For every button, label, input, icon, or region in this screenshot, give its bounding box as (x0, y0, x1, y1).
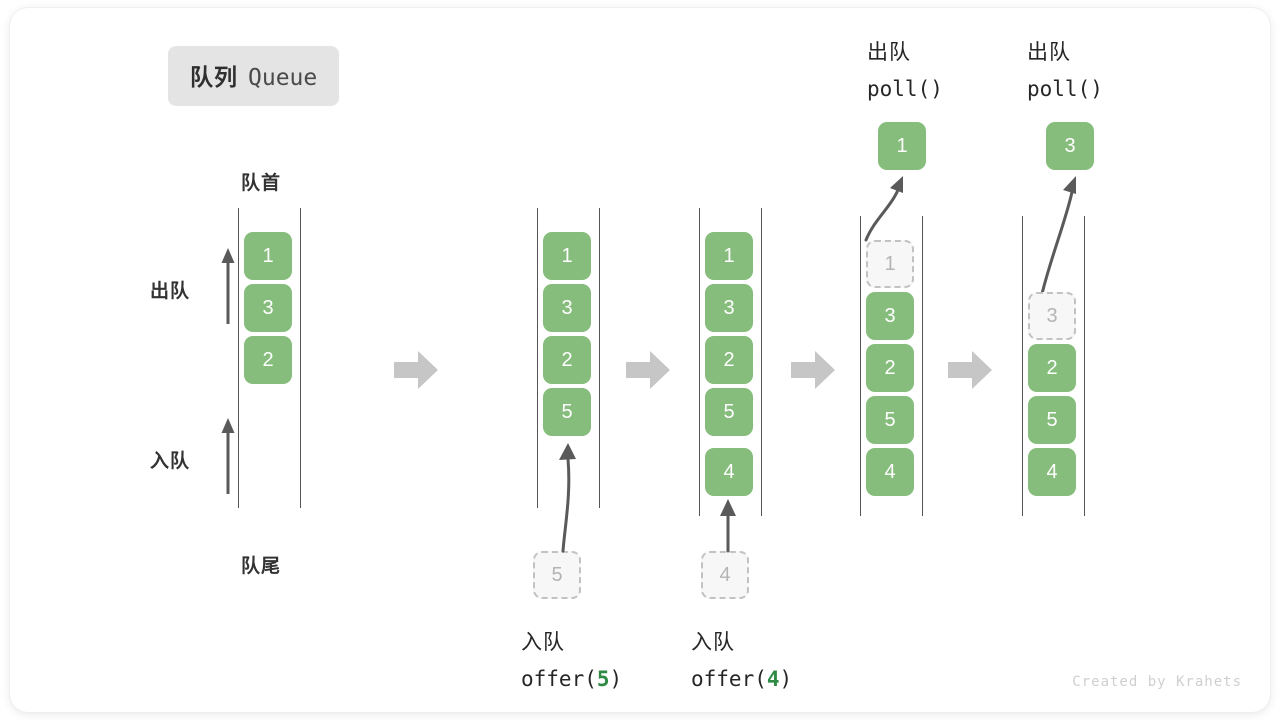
operation-label-offer-4: 入队 offer(4) (691, 625, 792, 697)
enqueue-up-arrow-icon (221, 418, 235, 494)
title-english: Queue (248, 65, 318, 91)
queue-rail-right-3 (761, 208, 762, 516)
queue-cell: 1 (705, 232, 753, 280)
queue-cell: 3 (244, 284, 292, 332)
queue-cell: 5 (705, 388, 753, 436)
queue-rail-right-4 (922, 216, 923, 516)
diagram-card: 队列 Queue 队首 队尾 出队 入队 1 3 2 1 3 2 5 5 入队 o… (10, 8, 1270, 712)
queue-cell-new: 5 (543, 388, 591, 436)
queue-cell: 4 (1028, 448, 1076, 496)
incoming-ghost-cell: 4 (701, 551, 749, 599)
queue-rail-left-2 (537, 208, 538, 508)
queue-rail-right-5 (1084, 216, 1085, 516)
poll-curved-arrow-icon (864, 176, 903, 242)
title-chinese: 队列 (190, 64, 238, 90)
queue-cell: 2 (543, 336, 591, 384)
queue-rail-left-3 (699, 208, 700, 516)
incoming-ghost-cell: 5 (533, 551, 581, 599)
queue-cell-new: 4 (705, 448, 753, 496)
popped-cell: 1 (878, 122, 926, 170)
queue-cell: 1 (244, 232, 292, 280)
queue-cell: 2 (244, 336, 292, 384)
diagram-title-badge: 队列 Queue (168, 46, 340, 106)
queue-cell: 2 (705, 336, 753, 384)
queue-front-label: 队首 (241, 173, 282, 194)
queue-cell: 3 (543, 284, 591, 332)
popped-cell: 3 (1046, 122, 1094, 170)
queue-cell: 5 (1028, 396, 1076, 444)
step-arrow-icon (948, 351, 992, 389)
operation-label-poll-3: 出队 poll() (1027, 35, 1103, 107)
step-arrow-icon (394, 351, 438, 389)
queue-rail-left-4 (860, 216, 861, 516)
offer-curved-arrow-icon (559, 443, 576, 553)
queue-cell: 3 (866, 292, 914, 340)
queue-cell: 4 (866, 448, 914, 496)
dequeue-up-arrow-icon (221, 248, 235, 324)
removed-ghost-cell: 1 (866, 240, 914, 288)
offer-curved-arrow-icon (720, 499, 736, 553)
queue-cell: 3 (705, 284, 753, 332)
poll-curved-arrow-icon (1040, 176, 1076, 296)
operation-label-cn: 入队 (691, 631, 735, 654)
queue-rail-left-5 (1022, 216, 1023, 516)
removed-ghost-cell: 3 (1028, 292, 1076, 340)
operation-label-code: offer(5) (521, 667, 623, 691)
operation-label-cn: 出队 (1027, 41, 1071, 64)
queue-rail-left-1 (238, 208, 239, 508)
queue-rear-label: 队尾 (241, 556, 282, 577)
queue-cell: 2 (1028, 344, 1076, 392)
operation-label-code: offer(4) (691, 667, 793, 691)
operation-label-offer-5: 入队 offer(5) (521, 625, 622, 697)
operation-label-cn: 出队 (867, 41, 911, 64)
queue-rail-right-1 (300, 208, 301, 508)
dequeue-direction-label: 出队 (150, 281, 191, 302)
enqueue-direction-label: 入队 (150, 451, 191, 472)
queue-rail-right-2 (599, 208, 600, 508)
operation-label-code: poll() (867, 77, 943, 101)
step-arrow-icon (626, 351, 670, 389)
footer-credit: Created by Krahets (1072, 674, 1242, 690)
queue-cell: 5 (866, 396, 914, 444)
queue-cell: 2 (866, 344, 914, 392)
queue-cell: 1 (543, 232, 591, 280)
operation-label-code: poll() (1027, 77, 1103, 101)
step-arrow-icon (791, 351, 835, 389)
operation-label-poll-1: 出队 poll() (867, 35, 943, 107)
operation-label-cn: 入队 (521, 631, 565, 654)
